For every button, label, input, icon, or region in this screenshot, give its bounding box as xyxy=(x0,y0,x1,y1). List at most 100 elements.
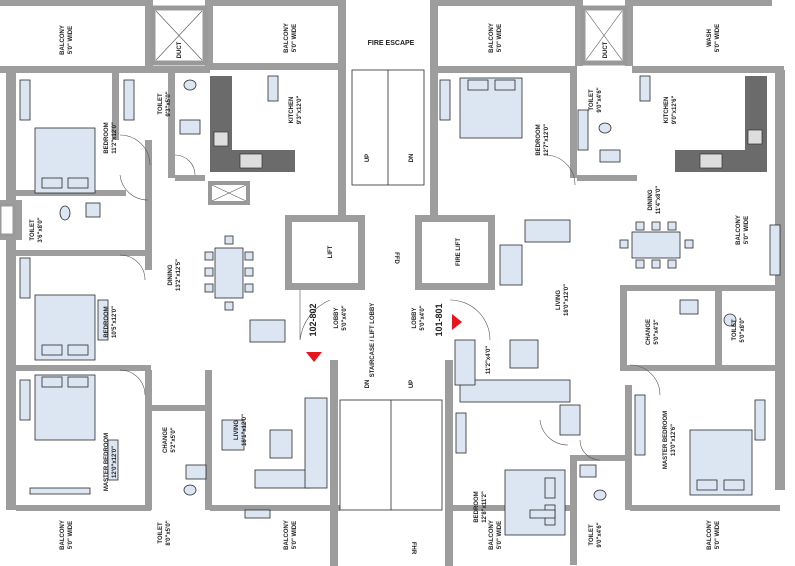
change-r-name: CHANGE xyxy=(646,319,652,345)
lobby-l-size: 5'0"x4'0" xyxy=(342,305,348,330)
dining-l-size: 13'2"x12'5" xyxy=(176,259,182,291)
entry-marker-left xyxy=(306,352,322,362)
side-cabinets xyxy=(19,75,781,519)
toilet-r-mid-size: 5'0"x8'0" xyxy=(740,317,746,342)
entry-marker-right xyxy=(452,314,462,330)
bedroom-r-top-size: 12'7"x12'0" xyxy=(544,124,550,156)
bedroom-l-top-name: BEDROOM xyxy=(104,122,110,153)
balcony-tr-size: 5'0" WIDE xyxy=(497,24,503,52)
stair-bot-up: UP xyxy=(409,380,415,388)
stair-top-dn: DN xyxy=(409,154,415,163)
lobby-r-name: LOBBY xyxy=(412,308,418,329)
bed-right-top xyxy=(459,77,523,139)
bedroom-l-top-size: 11'2"x12'0" xyxy=(112,122,118,154)
dining-l-name: DINING xyxy=(168,264,174,285)
bed-left-top xyxy=(34,127,96,194)
living-r-size: 18'0"x12'0" xyxy=(564,284,570,316)
stair-bot-dn: DN xyxy=(365,380,371,389)
kitchen-counter-left xyxy=(210,76,295,172)
master-l-size: 12'0"x12'0" xyxy=(112,446,118,478)
fire-lift-label: FIRE LIFT xyxy=(456,238,462,266)
bedroom-r-bot-size: 12'8"x11'2" xyxy=(482,491,488,523)
balcony-br1-name: BALCONY xyxy=(489,520,495,550)
kitchen-r-name: KITCHEN xyxy=(664,97,670,124)
toilet-fixtures xyxy=(59,79,737,501)
toilet-l-bot-name: TOILET xyxy=(158,522,164,544)
balcony-bl2-name: BALCONY xyxy=(284,520,290,550)
lobby-r-size: 5'0"x4'0" xyxy=(420,305,426,330)
toilet-l-mid-size: 3'6"x8'0" xyxy=(38,217,44,242)
toilet-l-mid-name: TOILET xyxy=(30,219,36,241)
balcony-tc-name: BALCONY xyxy=(284,23,290,53)
balcony-r-mid-name: BALCONY xyxy=(736,215,742,245)
lobby-l-name: LOBBY xyxy=(334,308,340,329)
bed-right-master xyxy=(689,429,753,496)
stairs-bottom xyxy=(339,399,443,511)
duct-left-label: DUCT xyxy=(177,41,183,58)
lift-label: LIFT xyxy=(328,245,334,258)
kitchen-counter-right xyxy=(675,76,767,172)
staircase-label: STAIRCASE / LIFT LOBBY xyxy=(370,303,376,378)
toilet-r-top-name: TOILET xyxy=(589,89,595,111)
bedroom-l-mid-name: BEDROOM xyxy=(104,306,110,337)
balcony-tl-name: BALCONY xyxy=(60,25,66,55)
balcony-tl-size: 5'0" WIDE xyxy=(68,26,74,54)
kitchen-r-size: 9'0"x12'6" xyxy=(672,96,678,125)
toilet-l-top-size: 9'3"x5'0" xyxy=(166,91,172,116)
balcony-br2-size: 5'0" WIDE xyxy=(715,521,721,549)
bed-right-bottom xyxy=(504,469,566,536)
balcony-bl2-size: 5'0" WIDE xyxy=(292,521,298,549)
duct-right-label: DUCT xyxy=(603,41,609,58)
dining-table-left xyxy=(204,235,254,311)
dining-r-name: DINING xyxy=(648,189,654,210)
toilet-r-top-size: 9'0"x4'6" xyxy=(597,87,603,112)
bedroom-l-mid-size: 10'5"x12'0" xyxy=(112,306,118,338)
duct-boxes xyxy=(0,5,628,237)
sofa-right xyxy=(454,219,581,436)
wash-size: 5'0" WIDE xyxy=(715,24,721,52)
toilet-r-bot-name: TOILET xyxy=(589,524,595,546)
living-r-name: LIVING xyxy=(556,290,562,310)
balcony-br2-name: BALCONY xyxy=(707,520,713,550)
bedroom-r-top-name: BEDROOM xyxy=(536,124,542,155)
living-l-name: LIVING xyxy=(234,420,240,440)
change-r-size: 5'0"x4'3" xyxy=(654,319,660,344)
stairs-top xyxy=(351,69,425,186)
stair-top-up: UP xyxy=(365,154,371,162)
balcony-bl1-name: BALCONY xyxy=(60,520,66,550)
living-l-size: 18'1"x12'0" xyxy=(242,414,248,446)
toilet-r-bot-size: 9'0"x4'6" xyxy=(597,522,603,547)
toilet-l-bot-size: 8'0"x5'0" xyxy=(166,520,172,545)
master-l-name: MASTER BEDROOM xyxy=(104,433,110,491)
fire-escape-label: FIRE ESCAPE xyxy=(368,40,415,47)
change-l-name: CHANGE xyxy=(163,427,169,453)
sofa-left xyxy=(221,397,328,489)
kitchen-l-size: 9'3"x12'0" xyxy=(297,96,303,125)
bedroom-r-bot-name: BEDROOM xyxy=(474,491,480,522)
master-r-size: 13'0"x12'6" xyxy=(671,424,677,456)
balcony-tr-name: BALCONY xyxy=(489,23,495,53)
toilet-r-mid-name: TOILET xyxy=(732,319,738,341)
ffd-label: FFD xyxy=(393,252,399,264)
dining-table-right xyxy=(619,221,694,269)
unit-label-left: 102-802 xyxy=(308,303,318,336)
wash-name: WASH xyxy=(707,29,713,47)
foyer-r-size: 11'2"x4'0" xyxy=(486,346,492,374)
dining-r-size: 11'4"x8'0" xyxy=(656,186,662,214)
master-r-name: MASTER BEDROOM xyxy=(663,411,669,469)
bed-left-master xyxy=(34,374,96,441)
balcony-br1-size: 5'0" WIDE xyxy=(497,521,503,549)
balcony-bl1-size: 5'0" WIDE xyxy=(68,521,74,549)
fhr-label: FHR xyxy=(410,542,416,555)
toilet-l-top-name: TOILET xyxy=(158,93,164,115)
change-l-size: 5'2"x5'0" xyxy=(171,427,177,452)
kitchen-l-name: KITCHEN xyxy=(289,97,295,124)
bed-left-mid xyxy=(34,294,96,361)
door-swings xyxy=(119,134,661,461)
balcony-tc-size: 5'0" WIDE xyxy=(292,24,298,52)
balcony-r-mid-size: 5'0" WIDE xyxy=(744,216,750,244)
unit-label-right: 101-801 xyxy=(434,303,444,336)
